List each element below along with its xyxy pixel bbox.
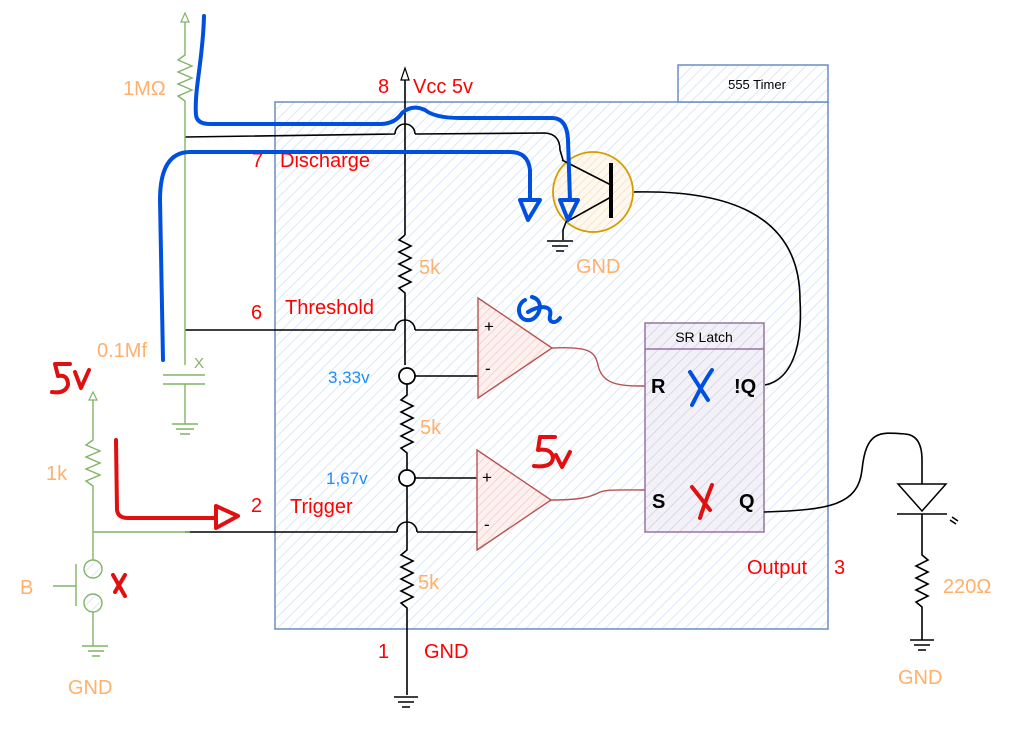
threshold-wire: [185, 319, 478, 331]
capacitor-mark: X: [194, 355, 204, 372]
voltage-label-upper: 3,33v: [328, 368, 370, 387]
pin-2-label: Trigger: [290, 496, 353, 518]
pin-3-number: 3: [834, 557, 845, 579]
red-note-5v-comparator: [532, 435, 572, 469]
button-contact-bottom-icon: [83, 593, 103, 613]
node-lower: [398, 469, 416, 487]
blue-pen-annotations: [158, 14, 714, 407]
output-wire: [763, 432, 923, 513]
led-light-icon: [949, 516, 959, 525]
pin-8-number: 8: [378, 76, 389, 98]
voltage-divider: [394, 66, 418, 708]
pullup-arrow-icon: [88, 390, 98, 401]
capacitor-ground-icon: [172, 384, 198, 435]
vcc-arrow-icon: [400, 66, 410, 81]
transistor-ground-label: GND: [576, 256, 620, 278]
chip-title-box: [677, 64, 829, 103]
red-pen-annotations: [50, 362, 714, 598]
blue-arrow-upper-icon: [558, 198, 580, 222]
latch-input-r: R: [651, 376, 666, 398]
timing-network: X: [163, 11, 205, 435]
button-actuator-icon: [53, 564, 77, 606]
pin-7-number: 7: [252, 150, 263, 172]
red-path-trigger: [114, 438, 218, 520]
resistor-label-middle: 5k: [420, 417, 442, 439]
led-ground-label: GND: [898, 667, 942, 689]
pin-6-number: 6: [251, 302, 262, 324]
blue-x-mark-icon: [688, 368, 714, 407]
timing-capacitor-icon: [163, 374, 205, 385]
red-x-mark-icon: [690, 483, 714, 520]
latch-title: SR Latch: [675, 329, 733, 345]
transistor-circle: [552, 151, 634, 233]
trigger-network: [53, 390, 190, 657]
not-q-to-transistor-wire: [633, 191, 802, 386]
button-ground-label: GND: [68, 677, 112, 699]
pullup-resistor: [84, 400, 102, 560]
pin-8-label: Vcc 5v: [413, 76, 473, 98]
button-contact-top-icon: [83, 559, 103, 579]
led-circuit: [763, 432, 959, 651]
discharge-wire: [184, 123, 564, 161]
transistor-ground-icon: [547, 240, 573, 252]
voltage-label-lower: 1,67v: [326, 469, 368, 488]
button-ground-icon: [82, 612, 108, 657]
pin-3-label: Output: [747, 557, 807, 579]
blue-path-upper: [193, 14, 572, 202]
resistor-label-bottom: 5k: [418, 572, 440, 594]
comparator-top-plus: +: [484, 317, 494, 336]
timing-resistor: [176, 22, 194, 365]
pin-6-label: Threshold: [285, 297, 374, 319]
led-ground-icon: [910, 639, 934, 651]
latch-input-s: S: [652, 491, 665, 513]
comparator-bottom: + -: [476, 448, 553, 552]
blue-note-a: [517, 295, 562, 325]
latch-output-not-q: !Q: [734, 376, 756, 398]
pin-1-label: GND: [424, 641, 468, 663]
timing-capacitor-label: 0.1Mf: [97, 340, 147, 362]
pin-7-label: Discharge: [280, 150, 370, 172]
pullup-resistor-label: 1k: [46, 463, 68, 485]
latch-output-q: Q: [739, 491, 755, 513]
node-upper: [398, 367, 416, 385]
red-arrow-trigger-icon: [214, 504, 240, 530]
red-x-button-icon: [111, 573, 127, 598]
trigger-wire: [185, 521, 478, 533]
comparator-bottom-output-wire: [550, 489, 646, 501]
chip-ground-icon: [394, 696, 418, 708]
comparator-bottom-minus: -: [484, 515, 490, 534]
pin-2-number: 2: [251, 495, 262, 517]
pin-1-number: 1: [378, 641, 389, 663]
comparator-top-output-wire: [551, 346, 646, 387]
sr-latch: SR Latch R !Q S Q: [644, 322, 765, 533]
divider-resistor-middle: [399, 384, 415, 470]
blue-arrow-lower-icon: [518, 198, 542, 222]
comparator-top-minus: -: [485, 359, 491, 378]
red-note-5v-left: [50, 362, 91, 395]
blue-path-lower: [158, 150, 532, 362]
button-label: B: [20, 577, 33, 599]
timing-resistor-label: 1MΩ: [123, 78, 166, 100]
comparator-top: + -: [477, 296, 554, 400]
resistor-label-top: 5k: [419, 257, 441, 279]
chip-title: 555 Timer: [728, 77, 786, 92]
led-resistor: [914, 514, 930, 640]
led-icon: [896, 483, 948, 513]
divider-resistor-bottom: [399, 486, 415, 695]
comparator-bottom-plus: +: [482, 468, 492, 487]
timing-supply-arrow-icon: [180, 11, 190, 23]
led-resistor-label: 220Ω: [943, 576, 991, 598]
divider-resistor-top: [397, 234, 413, 365]
